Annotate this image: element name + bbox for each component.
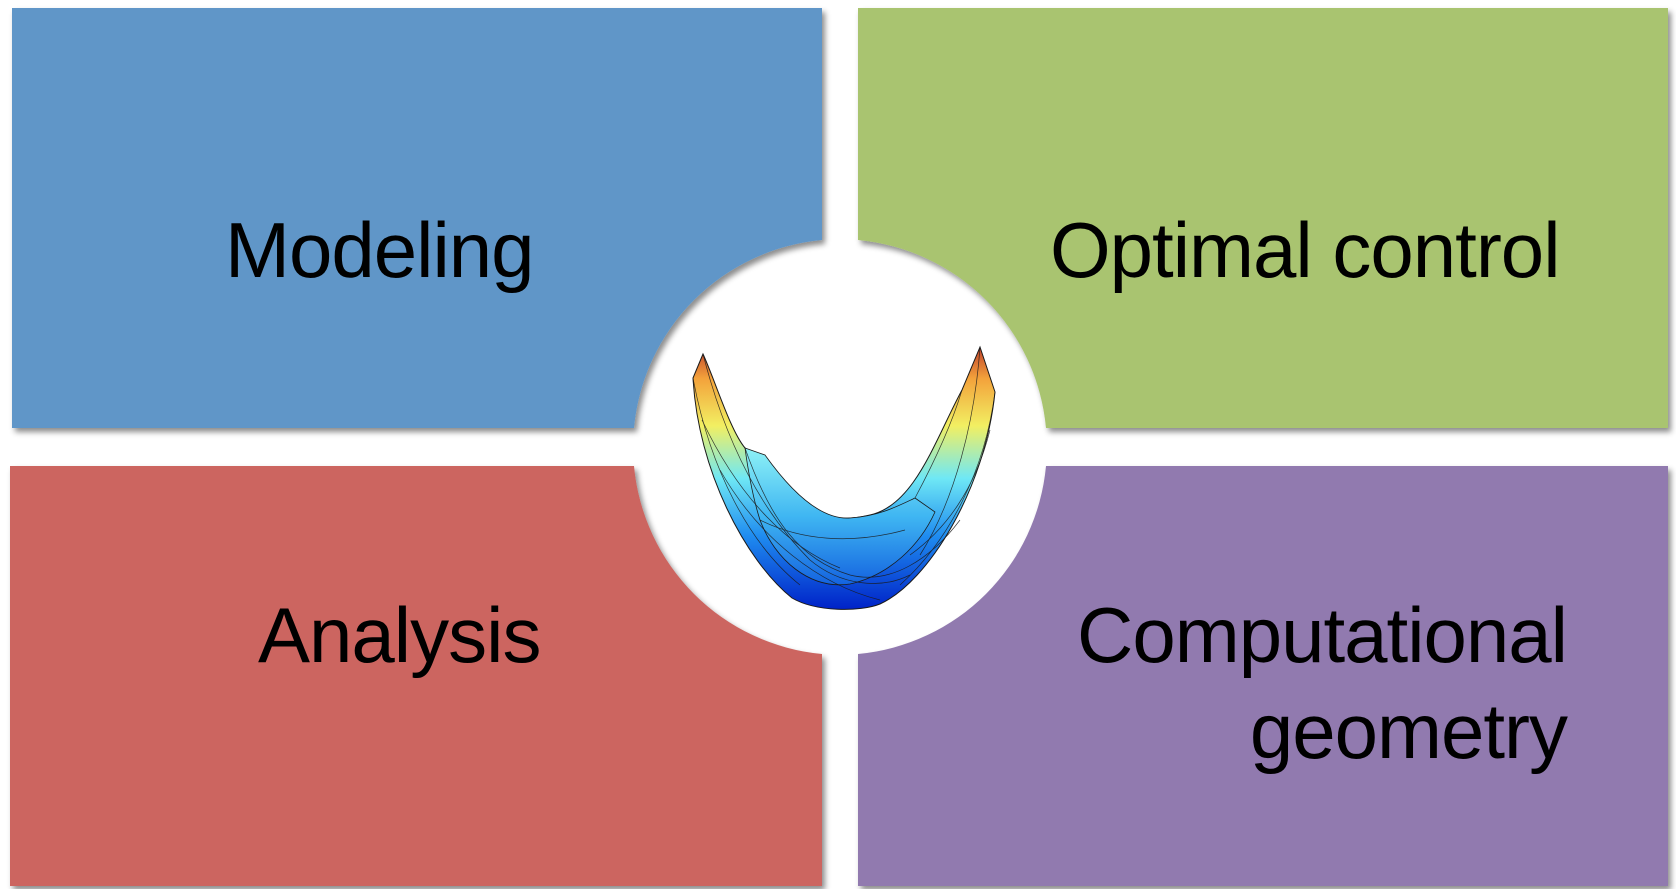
quadrant-analysis xyxy=(10,466,822,886)
quadrant-optimal-control xyxy=(858,8,1668,428)
computational-geometry-label-line2: geometry xyxy=(1249,687,1568,775)
modeling-label: Modeling xyxy=(225,206,535,294)
surface-mesh-lines xyxy=(692,346,996,601)
surface-plot-icon xyxy=(692,345,996,610)
quadrant-computational-geometry xyxy=(858,466,1668,886)
computational-geometry-label: Computational geometry xyxy=(1077,587,1568,779)
surface-inner xyxy=(744,447,936,586)
optimal-control-label: Optimal control xyxy=(1050,206,1561,294)
quadrant-modeling xyxy=(12,8,822,428)
computational-geometry-label-line1: Computational xyxy=(1077,591,1568,679)
analysis-label: Analysis xyxy=(258,591,541,679)
